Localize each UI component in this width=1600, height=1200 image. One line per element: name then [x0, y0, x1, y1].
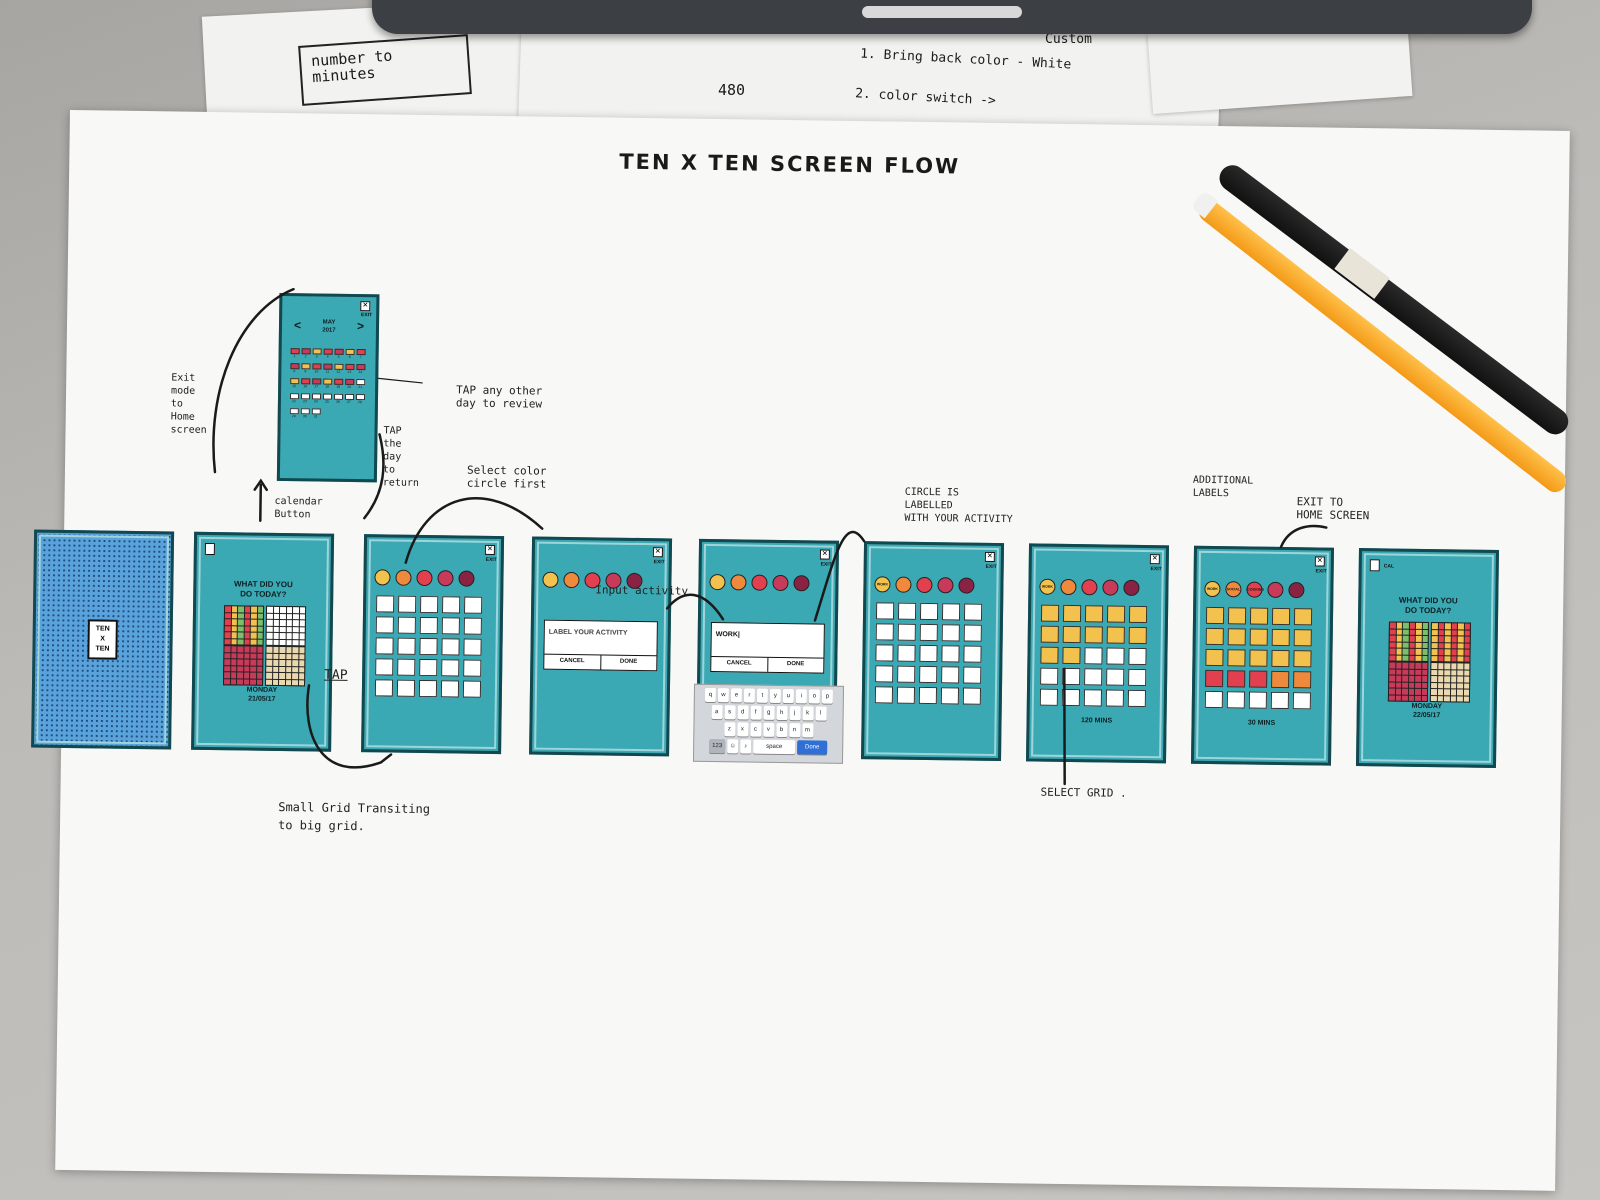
arrow-calendar-button: [259, 483, 263, 522]
arrow-select-grid: [1063, 667, 1066, 786]
note-number: 480: [718, 81, 746, 99]
screen-flow-sheet: TEN X TEN SCREEN FLOW ✕ EXIT < MAY 2017 …: [31, 110, 1570, 1191]
flow-arrows: [212, 287, 1328, 786]
arrow-circle-labelled: [813, 530, 866, 622]
boxed-note: number to minutes: [298, 34, 472, 106]
arrow-exit-home: [1279, 524, 1328, 549]
arrow-tap-day: [363, 433, 385, 520]
arrow-small-grid: [306, 684, 393, 769]
arrow-exit-mode: [212, 287, 295, 474]
arrow-select-color: [404, 497, 544, 564]
arrow-input-activity: [665, 593, 725, 621]
note-list-header: Custom: [1045, 32, 1092, 47]
laptop-edge: [372, 0, 1532, 34]
